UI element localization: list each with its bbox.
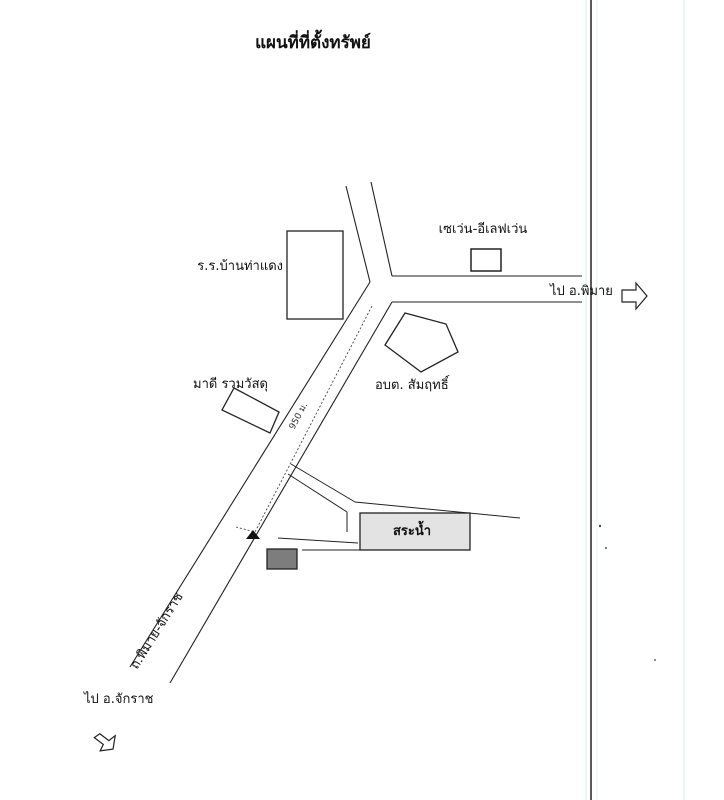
side-road-upper-edge-2 (354, 501, 521, 519)
school-building (286, 230, 344, 320)
side-road-lower-edge-3 (277, 537, 359, 544)
north-road-left-edge (345, 185, 371, 283)
east-road (392, 275, 582, 303)
triangle-marker-icon (246, 530, 260, 539)
subdistrict-office-label: อบต. สัมฤทธิ์ (375, 375, 450, 393)
hollow-arrow-right-icon (621, 281, 648, 311)
side-road-lower-edge (287, 473, 348, 513)
north-road (345, 181, 393, 283)
distance-route (235, 305, 373, 533)
subdistrict-office-building (384, 312, 459, 373)
pond-label: สระน้ำ (393, 520, 431, 539)
main-road-right-edge (169, 301, 393, 684)
seven-eleven-building (470, 248, 502, 272)
side-roads (277, 463, 521, 551)
main-road (129, 281, 393, 684)
seven-eleven-label: เซเว่น-อีเลฟเว่น (439, 221, 528, 237)
pond (359, 512, 471, 551)
hollow-arrow-down-left-icon (93, 733, 117, 752)
to-chakkarat-label: ไป อ.จักราช (83, 691, 154, 707)
scan-speck (598, 524, 602, 528)
store-label: มาดี รวมวัสดุ (193, 376, 268, 392)
scan-speck (654, 659, 656, 661)
to-phimai-label: ไป อ.พิมาย (549, 283, 613, 299)
main-road-left-edge (129, 281, 371, 668)
distance-label: 950 ม. (288, 401, 310, 431)
road-name-label: ถ.พิมาย-จักราช (128, 590, 187, 672)
school-label: ร.ร.บ้านท่าแดง (197, 259, 283, 274)
store-building (221, 387, 280, 434)
scan-speck (605, 547, 607, 549)
side-road-upper-edge (290, 463, 356, 503)
map-title: แผนที่ที่ตั้งทรัพย์ (255, 29, 371, 53)
property-parcel (266, 548, 298, 570)
north-road-right-edge (370, 181, 393, 277)
